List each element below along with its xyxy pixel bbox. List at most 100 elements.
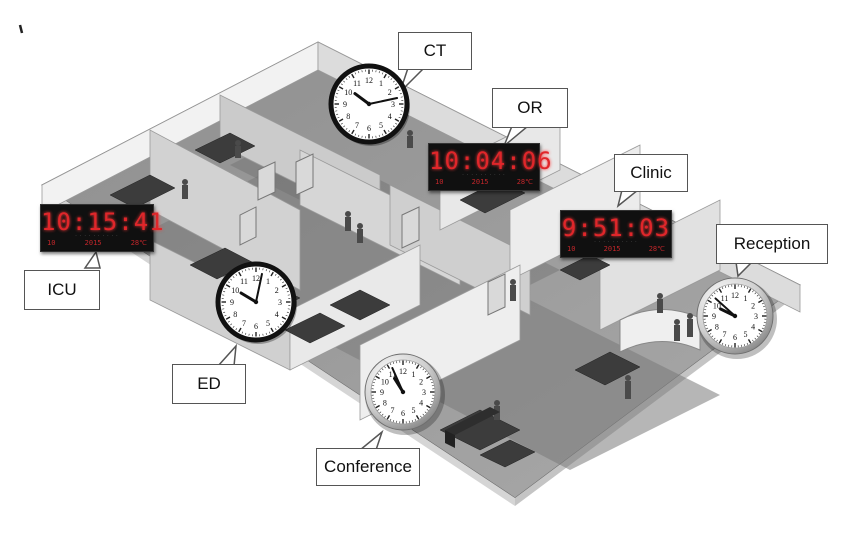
ed-clock-hour-hand [239, 291, 258, 304]
conference-clock-tick [424, 370, 427, 373]
ct-clock-tick [336, 93, 339, 95]
icu-clock-weekdays: · · · · · · · · · · [75, 233, 119, 238]
or-clock-year: 2015 [471, 178, 489, 186]
conference-clock-numeral: 11 [389, 370, 397, 379]
conference-clock-numeral: 1 [412, 370, 416, 379]
clinic-clock-time: 9:51:03 [561, 214, 671, 242]
ed-clock-tick [245, 269, 247, 272]
label-ed: ED [172, 364, 246, 404]
ct-clock-tick [398, 89, 401, 92]
icu-clock-time: 10:15:41 [41, 208, 165, 236]
ct-clock-tick [348, 130, 351, 133]
ed-clock-numeral: 6 [254, 322, 258, 331]
ed-clock-numeral: 1 [266, 277, 270, 286]
ct-clock-tick [354, 133, 357, 136]
conference-clock-tick [426, 404, 431, 409]
ed-clock-tick [238, 327, 242, 333]
reception-clock-tick [724, 343, 727, 347]
ct-clock-tick [399, 93, 402, 95]
reception-clock-numeral: 10 [713, 302, 721, 311]
icu-digital-clock: 10:15:41 · · · · · · · · · · 10 2015 28℃ [40, 204, 165, 252]
reception-clock-tick [754, 337, 757, 340]
reception-clock-tick [761, 302, 764, 305]
label-or: OR [492, 88, 568, 128]
ed-clock-pivot [253, 299, 259, 305]
reception-clock-numeral: 2 [751, 302, 755, 311]
reception-clock-tick [713, 292, 716, 295]
conference-clock-numeral: 3 [422, 388, 426, 397]
clinic-clock-temp: 28℃ [648, 245, 665, 253]
ed-clock-tick [230, 278, 233, 281]
conference-clock-numeral: 5 [412, 406, 416, 415]
reception-clock-numeral: 5 [744, 330, 748, 339]
ed-clock-tick [241, 331, 244, 334]
conference-clock-numeral: 7 [391, 406, 395, 415]
ct-clock-tick [394, 118, 400, 122]
conference-clock-tick [392, 419, 395, 423]
reception-clock-tick [762, 305, 766, 308]
conference-clock-tick [430, 400, 434, 403]
ct-clock-tick [387, 130, 390, 133]
ed-clock-numeral: 7 [242, 319, 246, 328]
reception-clock-tick [743, 343, 746, 347]
ed-clock-tick [277, 276, 280, 279]
reception-clock-numeral: 8 [715, 323, 719, 332]
conference-clock-tick [372, 400, 376, 403]
ct-clock-minute-hand [368, 97, 399, 105]
reception-clock-tick [762, 324, 766, 327]
conference-clock-tick [426, 375, 431, 380]
people [182, 130, 693, 420]
ct-clock-numeral: 1 [379, 79, 383, 88]
ed-clock-tick [223, 311, 226, 313]
reception-clock-pivot [732, 313, 738, 319]
ed-clock-tick [286, 291, 289, 293]
conference-clock-tick [411, 361, 414, 365]
reception-clock-tick [704, 324, 708, 327]
conference-clock-tick [426, 409, 429, 411]
reception-clock-tick [721, 342, 724, 345]
conference-clock-tick [374, 403, 377, 406]
reception-desk [619, 309, 701, 353]
ct-clock-tick [392, 125, 395, 128]
stray-mark [18, 24, 24, 34]
reception-clock-tick [713, 337, 716, 340]
ct-clock-tick [390, 78, 393, 81]
ct-clock-numeral: 2 [388, 88, 392, 97]
reception-clock-tick [747, 339, 752, 344]
conference-clock-numeral: 8 [383, 399, 387, 408]
reception-clock-numeral: 7 [723, 330, 727, 339]
conference-clock-numeral: 4 [419, 399, 423, 408]
ct-clock-numeral: 6 [367, 124, 371, 133]
conference-clock-tick [430, 381, 434, 384]
ed-clock-tick [285, 287, 288, 290]
clinic-clock-date-row: 10 2015 28℃ [567, 245, 665, 253]
conference-clock-tick [426, 373, 429, 375]
ed-clock-numeral: 8 [233, 310, 237, 319]
reception-clock-tick [743, 285, 746, 289]
conference-clock-tick [379, 370, 382, 373]
reception-clock-tick [707, 328, 712, 333]
conference-clock-tick [415, 364, 420, 369]
reception-clock-numeral: 9 [712, 312, 716, 321]
ct-clock-tick [348, 75, 351, 78]
ed-clock-tick [241, 270, 244, 273]
reception-clock-tick [758, 297, 761, 299]
conference-clock-numeral: 10 [381, 378, 389, 387]
conference-clock-numeral: 12 [399, 367, 407, 376]
conference-clock-numeral: 9 [380, 388, 384, 397]
reception-clock-tick [707, 299, 712, 304]
conference-clock-minute-hand [391, 367, 404, 393]
conference-clock-tick [429, 378, 432, 381]
reception-clock-tick [716, 339, 718, 342]
ed-clock-tick [224, 287, 227, 290]
ct-clock-numeral: 10 [344, 88, 352, 97]
reception-clock-tick [758, 328, 763, 333]
ed-clock-tick [270, 327, 274, 333]
ct-clock-tick [336, 113, 339, 115]
or-clock-temp: 28℃ [516, 178, 533, 186]
ed-clock-tick [235, 273, 238, 276]
reception-clock-numeral: 1 [744, 294, 748, 303]
